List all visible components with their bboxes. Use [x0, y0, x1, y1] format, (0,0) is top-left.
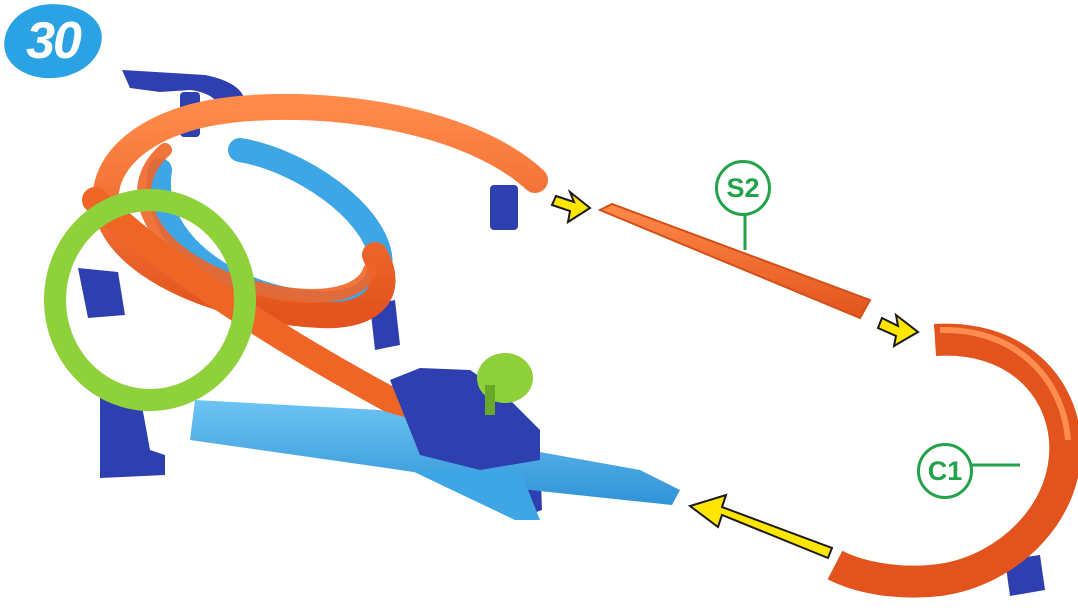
arrow-up-left	[690, 495, 832, 558]
assembly-arrows	[552, 192, 918, 558]
straight-track-s2	[600, 204, 870, 318]
arrow-right	[552, 192, 590, 222]
part-label-s2: S2	[715, 160, 771, 216]
step-number: 30	[4, 11, 102, 71]
launcher	[190, 353, 680, 520]
part-label-c1: C1	[917, 443, 973, 499]
step-number-badge: 30	[4, 4, 102, 78]
arrow-down-right	[878, 315, 918, 346]
